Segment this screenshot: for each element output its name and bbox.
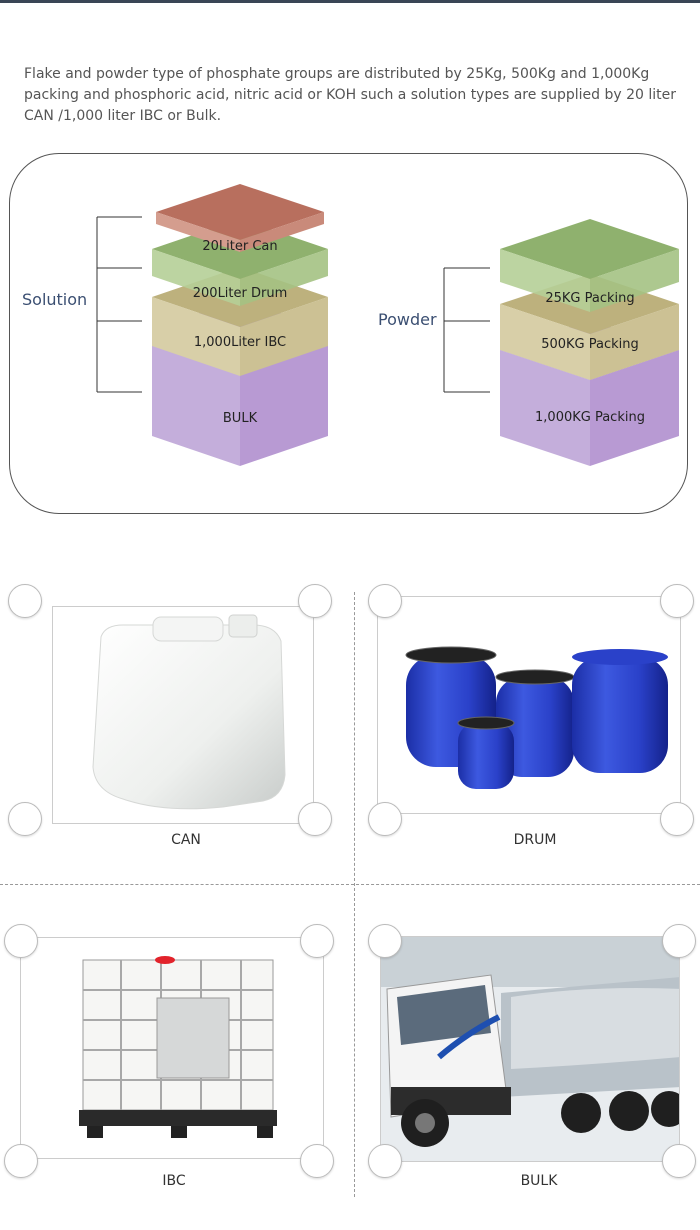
corner-decoration [8, 802, 42, 836]
tanker-truck-icon [381, 937, 679, 1161]
corner-decoration [660, 584, 694, 618]
corner-decoration [298, 584, 332, 618]
grid-vertical-divider [354, 592, 355, 1197]
corner-decoration [368, 1144, 402, 1178]
corner-decoration [298, 802, 332, 836]
layer-label-can: 20Liter Can [202, 239, 277, 254]
powder-label: Powder [378, 310, 437, 329]
drums-icon [405, 646, 668, 789]
intro-paragraph: Flake and powder type of phosphate group… [24, 66, 676, 124]
corner-decoration [662, 1144, 696, 1178]
corner-decoration [662, 924, 696, 958]
corner-decoration [4, 924, 38, 958]
ibc-caption: IBC [162, 1173, 186, 1189]
layer-label-ibc: 1,000Liter IBC [194, 335, 286, 350]
solution-label: Solution [22, 290, 88, 309]
top-rule [0, 0, 700, 3]
powder-bracket [443, 267, 490, 393]
bulk-photo [380, 936, 680, 1162]
corner-decoration [368, 924, 402, 958]
ibc-photo [20, 937, 324, 1159]
solution-bracket [96, 216, 142, 393]
layer-label-1000kg: 1,000KG Packing [535, 410, 645, 425]
grid-horizontal-divider [0, 884, 700, 885]
jerry-can-icon [92, 614, 286, 810]
drum-photo [377, 596, 681, 814]
can-photo [52, 606, 314, 824]
corner-decoration [8, 584, 42, 618]
corner-decoration [4, 1144, 38, 1178]
corner-decoration [368, 802, 402, 836]
corner-decoration [300, 924, 334, 958]
layer-label-25kg: 25KG Packing [545, 291, 634, 306]
ibc-tank-icon [79, 956, 277, 1138]
corner-decoration [368, 584, 402, 618]
layer-label-500kg: 500KG Packing [541, 337, 639, 352]
corner-decoration [660, 802, 694, 836]
solution-layer-can [156, 184, 324, 252]
packing-diagram: Solution Powder [9, 153, 688, 514]
bulk-caption: BULK [520, 1173, 558, 1189]
drum-caption: DRUM [513, 832, 557, 848]
can-caption: CAN [171, 832, 201, 848]
layer-label-drum: 200Liter Drum [193, 286, 288, 301]
packing-diagram-graphic: 20Liter Can 200Liter Drum 1,000Liter IBC… [96, 184, 679, 466]
layer-label-bulk: BULK [223, 411, 258, 426]
corner-decoration [300, 1144, 334, 1178]
powder-layer-25kg [500, 219, 679, 312]
